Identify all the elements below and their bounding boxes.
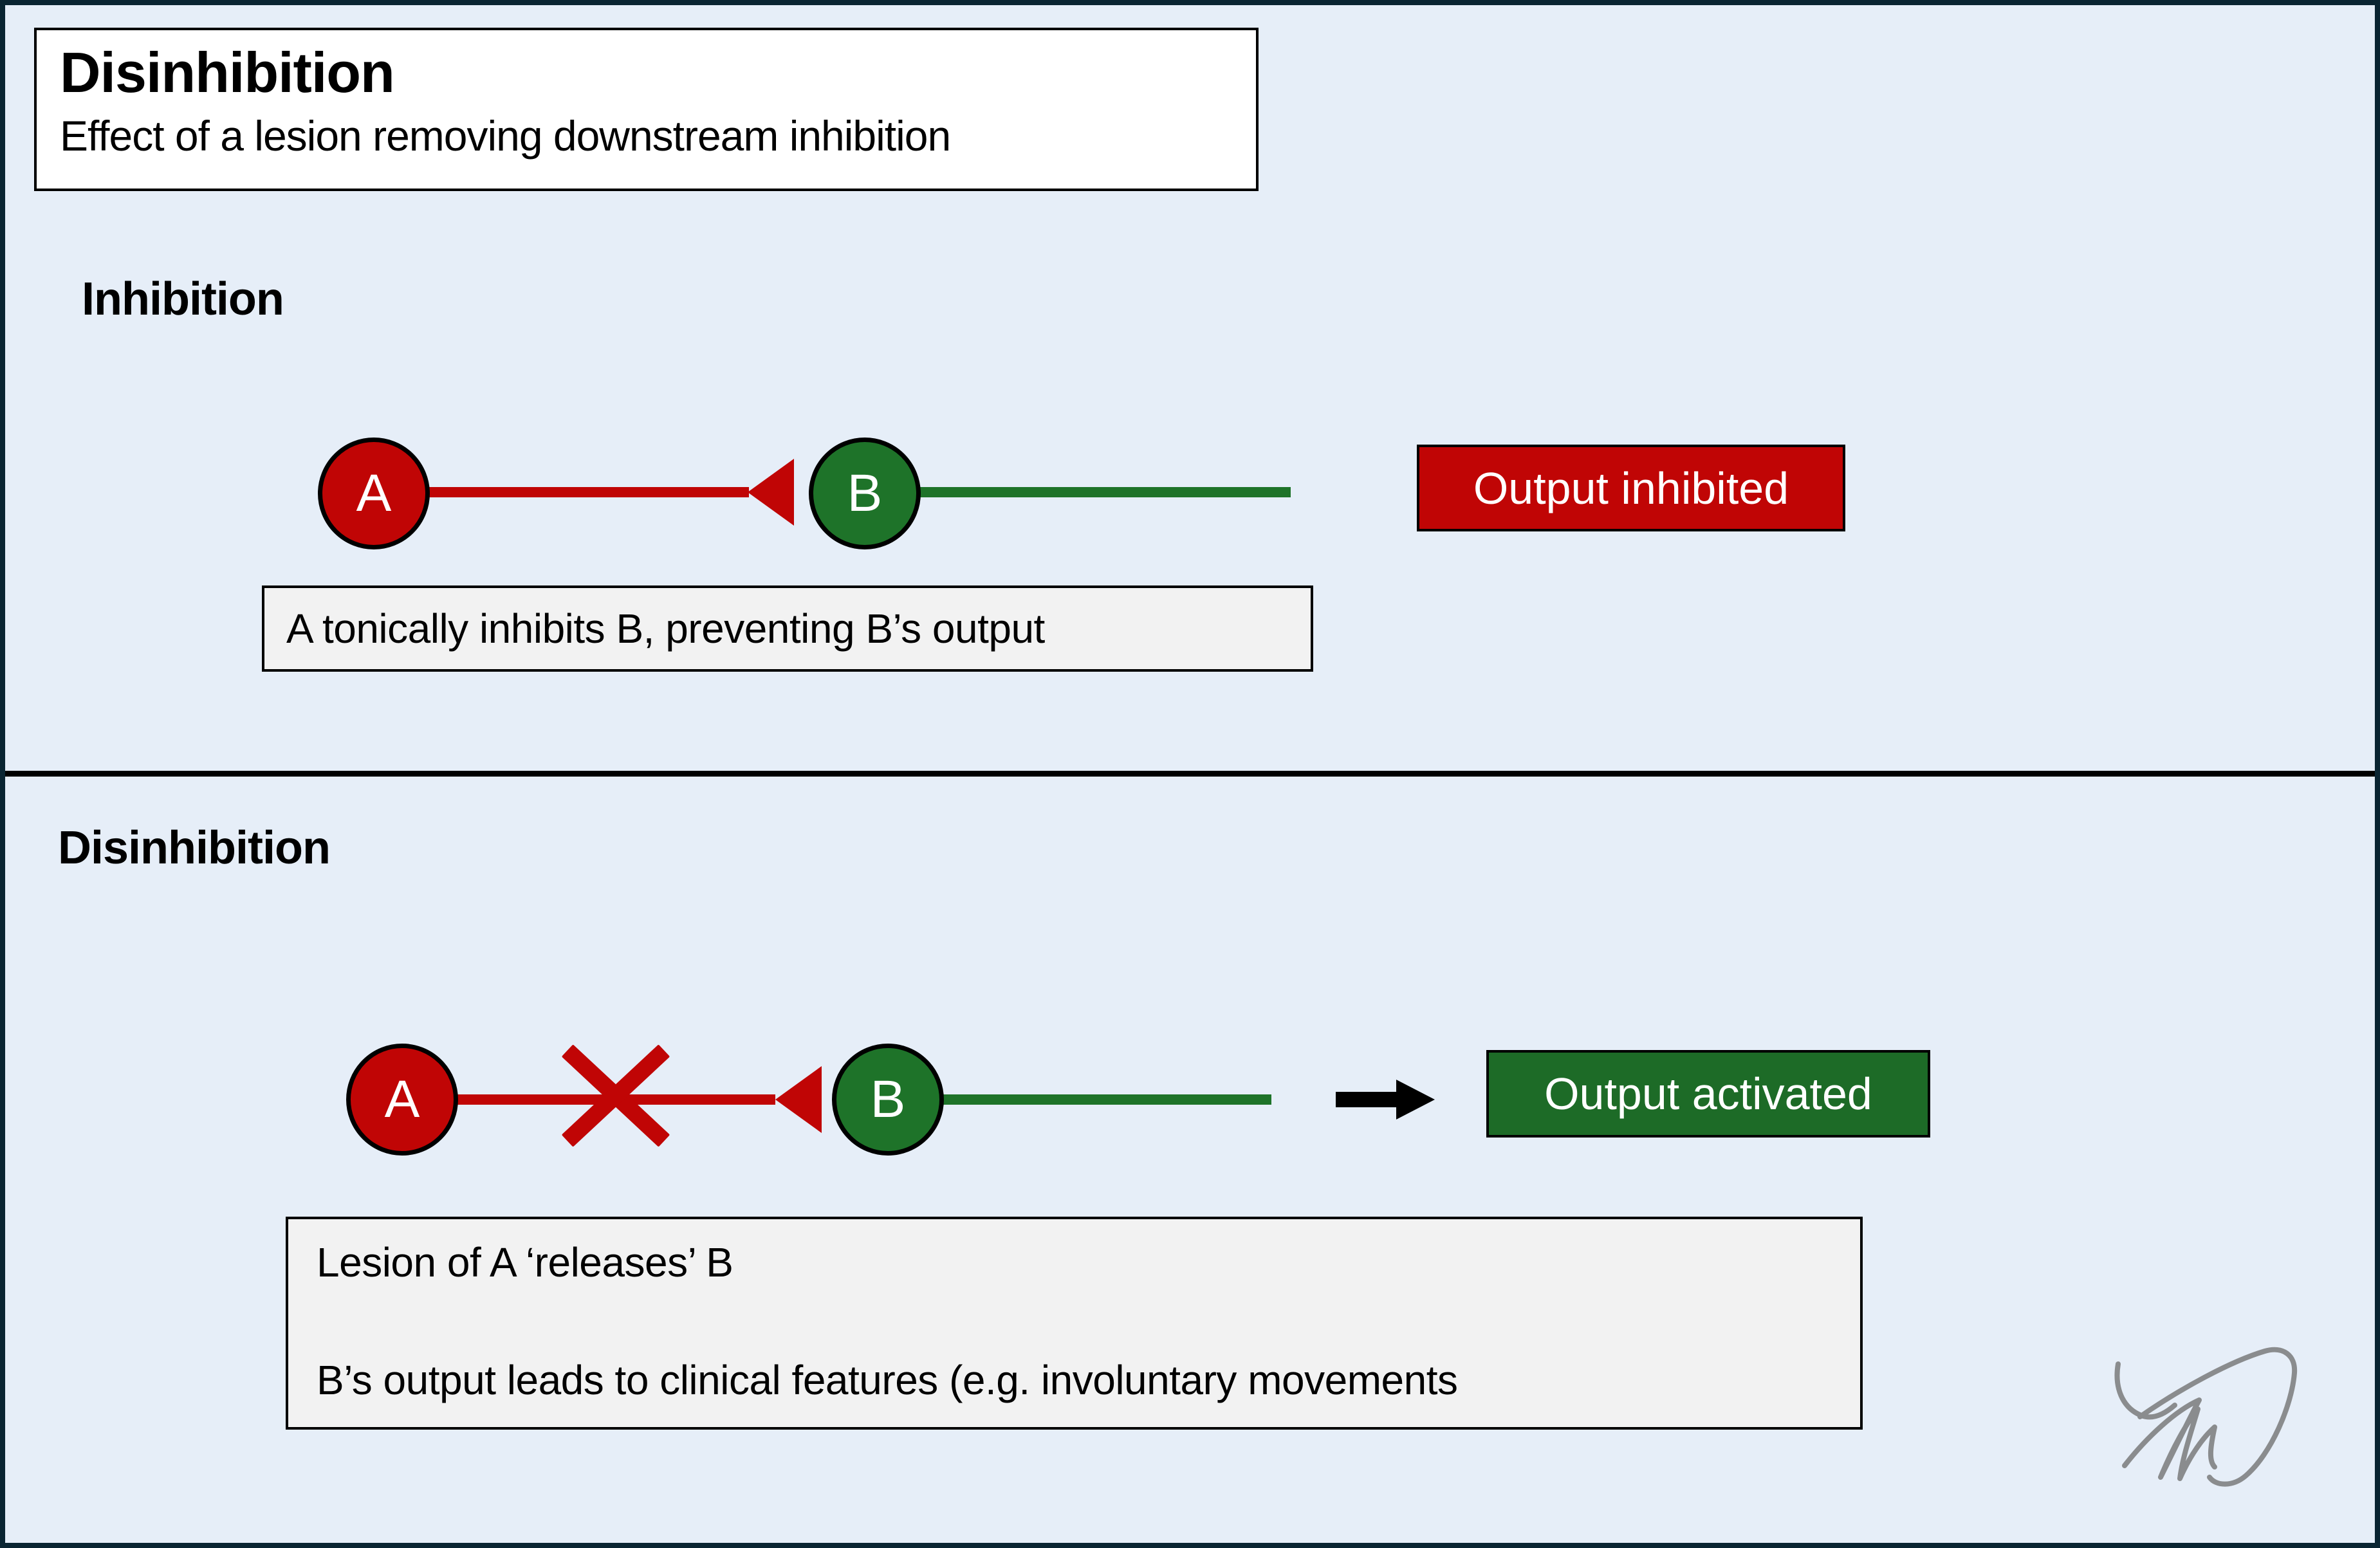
node-a-disinhibition: A [346, 1044, 458, 1156]
node-b-disinhibition: B [832, 1044, 944, 1156]
page-title: Disinhibition [60, 41, 395, 104]
node-a-label: A [356, 464, 392, 522]
output-activated-label: Output activated [1544, 1069, 1872, 1119]
node-a-inhibition: A [318, 438, 430, 549]
inhibition-section-heading: Inhibition [82, 273, 284, 325]
node-b-label: B [870, 1070, 906, 1129]
disinhibition-caption-line1: Lesion of A ‘releases’ B [317, 1239, 733, 1285]
inhibitory-connection-line [427, 487, 749, 497]
output-line-disinhibition [940, 1094, 1271, 1105]
output-line-inhibition [917, 487, 1291, 497]
disinhibition-caption-line2: B’s output leads to clinical features (e… [317, 1357, 1458, 1403]
output-activated-box: Output activated [1486, 1050, 1930, 1138]
title-box: Disinhibition Effect of a lesion removin… [34, 28, 1259, 191]
node-b-inhibition: B [809, 438, 921, 549]
inhibition-caption-box: A tonically inhibits B, preventing B’s o… [262, 585, 1313, 672]
panel-divider [0, 771, 2380, 777]
inhibitory-synapse-icon [775, 1066, 822, 1133]
inhibitory-synapse-icon [748, 459, 794, 526]
flow-arrow-icon [1336, 1092, 1396, 1107]
output-inhibited-box: Output inhibited [1417, 445, 1845, 531]
disinhibition-section-heading: Disinhibition [58, 822, 331, 874]
page-subtitle: Effect of a lesion removing downstream i… [60, 112, 951, 160]
node-b-label: B [847, 464, 883, 522]
node-a-label: A [384, 1070, 420, 1129]
inhibition-caption-text: A tonically inhibits B, preventing B’s o… [286, 605, 1045, 652]
disinhibition-caption-box: Lesion of A ‘releases’ B B’s output lead… [286, 1217, 1863, 1430]
signature-scribble [2112, 1343, 2312, 1498]
output-inhibited-label: Output inhibited [1473, 463, 1789, 513]
flow-arrow-icon [1396, 1080, 1435, 1120]
